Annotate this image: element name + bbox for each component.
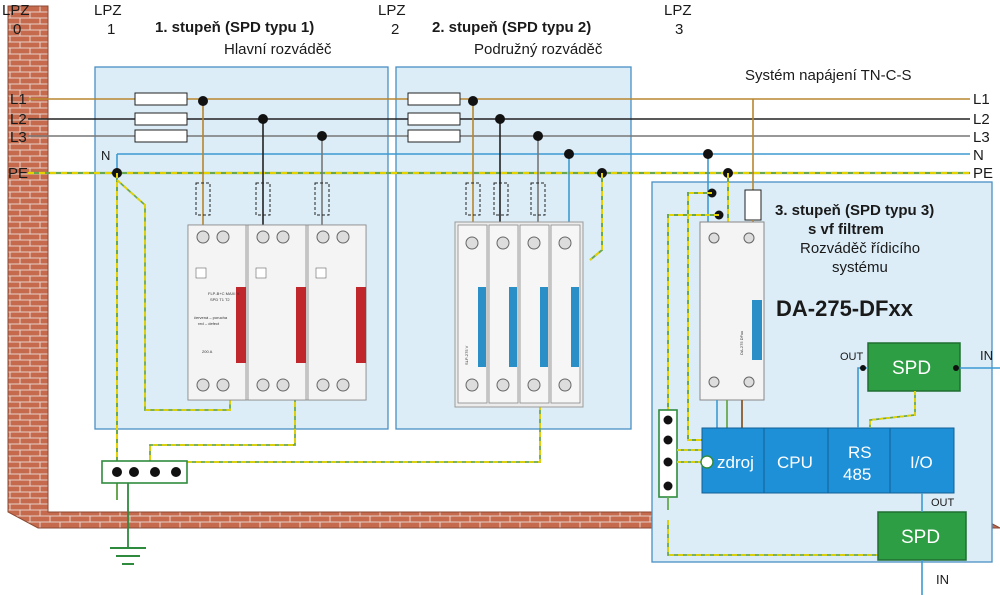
lpz0-label: LPZ	[2, 2, 30, 19]
stage2-title: 2. stupeň (SPD typu 2)	[432, 19, 591, 36]
lpz1-number: 1	[107, 21, 115, 38]
l3-label-left: L3	[10, 129, 27, 146]
fuse-l3-stage1	[134, 129, 188, 143]
stage1-title: 1. stupeň (SPD typu 1)	[155, 19, 314, 36]
system-label: Systém napájení TN-C-S	[745, 67, 911, 84]
stage2-spd-modules: SLP-275 V	[454, 221, 584, 408]
stage2-taps	[465, 96, 607, 261]
flp-module: FLP-B+C MAXI V SPD T1 T2 červená – poruc…	[187, 224, 247, 401]
ground-symbol	[110, 483, 146, 565]
fuse-l2-stage2	[407, 112, 461, 126]
spd-rs485-in: IN	[980, 348, 993, 363]
spd-rs485-label: SPD	[892, 358, 931, 379]
io-module	[889, 427, 955, 494]
slp-module: SLP-275 V	[457, 224, 488, 404]
lpz3-label: LPZ	[664, 2, 692, 19]
cpu-module	[763, 427, 829, 494]
cpu-label: CPU	[777, 453, 813, 472]
l1-label-right: L1	[973, 91, 990, 108]
stage3-subtitle-line1: Rozváděč řídicího	[800, 240, 920, 257]
fuse-l2-stage1	[134, 112, 188, 126]
fuse-stage3	[744, 189, 762, 221]
device-model: DA-275-DFxx	[776, 296, 914, 321]
zone-labels: LPZ 0 LPZ 1 LPZ 2 LPZ 3	[2, 2, 692, 38]
stage3-title-line2: s vf filtrem	[808, 221, 884, 238]
flp-name: FLP-B+C MAXI V	[208, 291, 240, 296]
stage3-title-line1: 3. stupeň (SPD typu 3)	[775, 202, 934, 219]
lpz1-label: LPZ	[94, 2, 122, 19]
n-label-inner: N	[101, 148, 110, 163]
stage3-terminal-strip	[658, 409, 878, 556]
spd-io-in: IN	[936, 572, 949, 587]
lpz3-number: 3	[675, 21, 683, 38]
signal-spd-rs485: SPD OUT IN	[840, 342, 1000, 428]
da-name: DA-275 DFxx	[739, 331, 744, 355]
l2-label-right: L2	[973, 111, 990, 128]
spd-rs485-out: OUT	[840, 351, 864, 363]
io-label: I/O	[910, 453, 933, 472]
rs485-module	[827, 427, 891, 494]
fuse-l1-stage2	[407, 92, 461, 106]
lpz2-label: LPZ	[378, 2, 406, 19]
spd-io-label: SPD	[901, 527, 940, 548]
stage-headings: 1. stupeň (SPD typu 1) Hlavní rozváděč 2…	[155, 19, 603, 58]
flp-indicator-en: red – defect	[198, 321, 220, 326]
l2-label-left: L2	[10, 111, 27, 128]
stage3-da-module: DA-275 DFxx	[699, 221, 765, 428]
zdroj-label: zdroj	[717, 453, 754, 472]
conductor-labels-left: L1 L2 L3 PE N	[8, 91, 110, 182]
conductor-labels-right: L1 L2 L3 N PE	[973, 91, 993, 182]
n-label-right: N	[973, 147, 984, 164]
flp-type: SPD T1 T2	[210, 297, 230, 302]
lpz0-number: 0	[13, 21, 21, 38]
stage2-fuses	[407, 92, 461, 143]
l1-label-left: L1	[10, 91, 27, 108]
lpz2-number: 2	[391, 21, 399, 38]
stage3-heading: 3. stupeň (SPD typu 3) s vf filtrem Rozv…	[775, 202, 934, 276]
main-earthing-terminal	[101, 460, 188, 484]
slp-name: SLP-275 V	[464, 345, 469, 365]
stage1-taps	[195, 96, 330, 225]
pe-label-right: PE	[973, 165, 993, 182]
pe-label-left: PE	[8, 165, 28, 182]
flp-rating: 200 A	[202, 349, 213, 354]
stage1-subtitle: Hlavní rozváděč	[224, 41, 332, 58]
stage2-subtitle: Podružný rozváděč	[474, 41, 603, 58]
spd-io-out: OUT	[931, 497, 955, 509]
fuse-l3-stage2	[407, 129, 461, 143]
l3-label-right: L3	[973, 129, 990, 146]
stage1-fuses	[134, 92, 188, 143]
stage1-spd-modules: FLP-B+C MAXI V SPD T1 T2 červená – poruc…	[187, 224, 367, 401]
flp-indicator-cz: červená – porucha	[194, 315, 228, 320]
signal-spd-io: SPD OUT IN	[877, 493, 967, 595]
fuse-l1-stage1	[134, 92, 188, 106]
stage3-subtitle-line2: systému	[832, 259, 888, 276]
earth-icon	[700, 455, 714, 469]
